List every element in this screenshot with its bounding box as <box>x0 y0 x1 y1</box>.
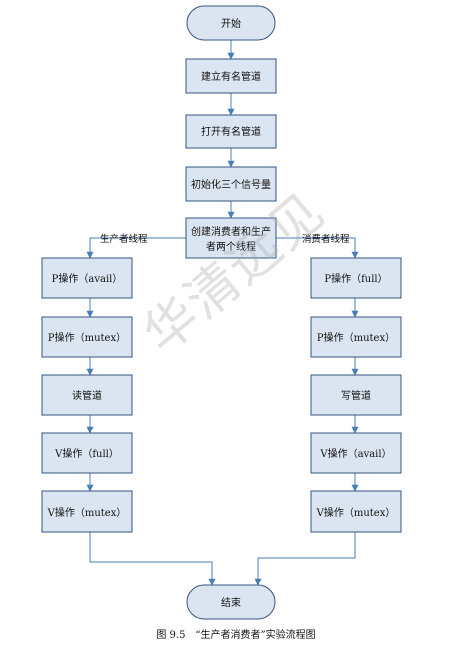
init-semaphores-label: 初始化三个信号量 <box>191 178 271 191</box>
create-pipe-node: 建立有名管道 <box>185 58 277 94</box>
write-pipe-node: 写管道 <box>310 374 402 416</box>
left-v-mutex-node: V操作（mutex） <box>41 490 133 533</box>
left-v-full-label: V操作（full） <box>54 447 119 460</box>
connector-branch-producer <box>86 237 186 259</box>
create-threads-label-line2: 者两个线程 <box>206 240 256 253</box>
connector-right-to-end <box>254 532 356 586</box>
start-node: 开始 <box>186 5 276 41</box>
end-label: 结束 <box>221 596 241 609</box>
right-v-mutex-node: V操作（mutex） <box>310 490 402 533</box>
left-v-mutex-label: V操作（mutex） <box>47 506 127 519</box>
open-pipe-label: 打开有名管道 <box>201 125 261 138</box>
connectors <box>86 40 359 586</box>
write-pipe-label: 写管道 <box>341 389 371 402</box>
right-p-mutex-label: P操作（mutex） <box>317 331 395 344</box>
end-node: 结束 <box>186 584 276 620</box>
left-p-avail-node: P操作（avail） <box>41 257 133 299</box>
connector-left-to-end <box>89 532 216 586</box>
start-label: 开始 <box>221 17 241 30</box>
left-p-mutex-label: P操作（mutex） <box>48 331 126 344</box>
init-semaphores-node: 初始化三个信号量 <box>185 166 277 202</box>
right-v-avail-label: V操作（avail） <box>319 447 391 460</box>
create-threads-node: 创建消费者和生产 者两个线程 <box>185 217 277 259</box>
right-p-full-node: P操作（full） <box>310 257 402 299</box>
connector-branch-consumer <box>276 237 359 259</box>
left-v-full-node: V操作（full） <box>41 432 133 474</box>
left-p-avail-label: P操作（avail） <box>52 272 123 285</box>
right-v-mutex-label: V操作（mutex） <box>316 506 396 519</box>
left-p-mutex-node: P操作（mutex） <box>41 316 133 358</box>
right-p-mutex-node: P操作（mutex） <box>310 316 402 358</box>
producer-thread-label: 生产者线程 <box>100 233 148 245</box>
read-pipe-node: 读管道 <box>41 374 133 416</box>
create-pipe-label: 建立有名管道 <box>201 70 261 83</box>
right-v-avail-node: V操作（avail） <box>310 432 402 474</box>
create-threads-label-line1: 创建消费者和生产 <box>191 225 271 238</box>
right-p-full-label: P操作（full） <box>324 272 387 285</box>
read-pipe-label: 读管道 <box>72 389 102 402</box>
figure-caption: 图 9.5 “生产者消费者”实验流程图 <box>156 630 316 641</box>
open-pipe-node: 打开有名管道 <box>185 114 277 149</box>
consumer-thread-label: 消费者线程 <box>302 233 350 245</box>
